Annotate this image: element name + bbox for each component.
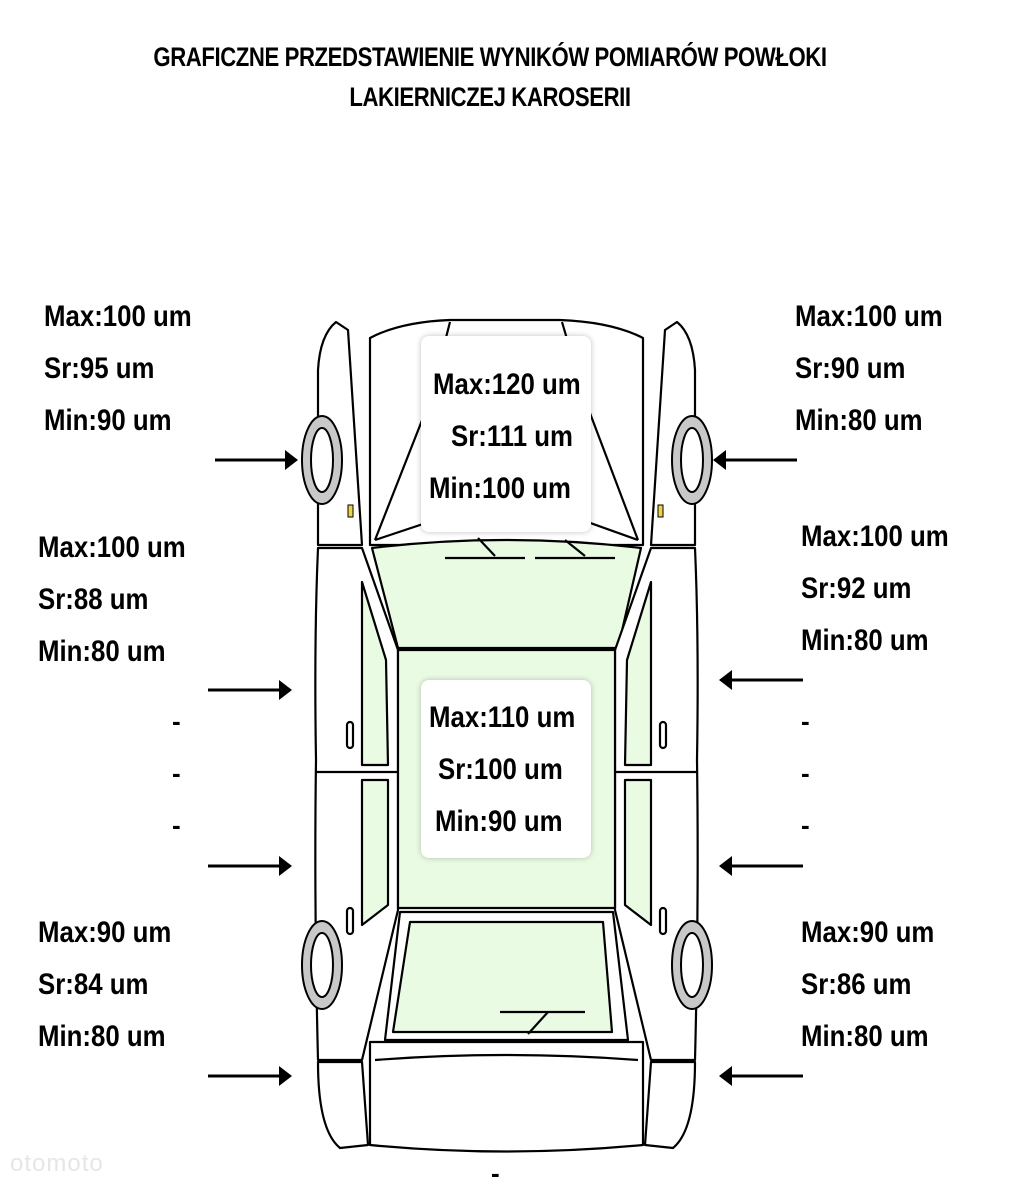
left-rear-sr: Sr:84 um	[38, 968, 149, 1001]
roof-min: Min:90 um	[435, 805, 563, 838]
hood-sr: Sr:111 um	[451, 420, 573, 453]
left-front-door-sr: Sr:88 um	[38, 583, 149, 616]
left-front-min: Min:90 um	[44, 404, 172, 437]
arrow-right-icon	[208, 680, 292, 700]
arrow-left-icon	[719, 856, 803, 876]
left-rear-door-value-1: -	[172, 706, 181, 736]
hood-max: Max:120 um	[433, 368, 581, 401]
right-front-door-sr: Sr:92 um	[801, 572, 912, 605]
right-front-door-min: Min:80 um	[801, 624, 929, 657]
trunk-value: -	[491, 1158, 500, 1188]
diagram-title-line-2: LAKIERNICZEJ KAROSERII	[349, 82, 631, 112]
arrow-left-icon	[719, 670, 803, 690]
left-front-max: Max:100 um	[44, 300, 192, 333]
right-front-min: Min:80 um	[795, 404, 923, 437]
right-rear-sr: Sr:86 um	[801, 968, 912, 1001]
watermark-logo: otomoto	[10, 1150, 104, 1177]
arrow-right-icon	[208, 1066, 292, 1086]
hood-label-box	[421, 336, 591, 532]
left-front-door-max: Max:100 um	[38, 531, 186, 564]
right-front-door-max: Max:100 um	[801, 520, 949, 553]
diagram-title-line-1: GRAFICZNE PRZEDSTAWIENIE WYNIKÓW POMIARÓ…	[153, 42, 827, 72]
roof-sr: Sr:100 um	[438, 753, 563, 786]
windshield-outline	[370, 538, 643, 650]
right-rear-door-value-2: -	[801, 758, 810, 788]
left-front-door-min: Min:80 um	[38, 635, 166, 668]
right-rear-door-value-3: -	[801, 810, 810, 840]
right-front-max: Max:100 um	[795, 300, 943, 333]
right-rear-door-value-1: -	[801, 706, 810, 736]
arrow-left-icon	[719, 1066, 803, 1086]
left-rear-fender-outline	[316, 1060, 370, 1150]
hood-min: Min:100 um	[429, 472, 571, 505]
left-rear-min: Min:80 um	[38, 1020, 166, 1053]
roof-label-box	[421, 680, 591, 858]
trunk-outline	[368, 1040, 645, 1153]
arrow-left-icon	[713, 450, 797, 470]
left-front-sr: Sr:95 um	[44, 352, 155, 385]
roof-max: Max:110 um	[429, 701, 576, 734]
right-front-sr: Sr:90 um	[795, 352, 906, 385]
left-rear-door-value-3: -	[172, 810, 181, 840]
right-rear-min: Min:80 um	[801, 1020, 929, 1053]
arrow-right-icon	[215, 450, 298, 470]
right-rear-max: Max:90 um	[801, 916, 935, 949]
left-rear-max: Max:90 um	[38, 916, 172, 949]
right-rear-fender-outline	[643, 1060, 697, 1150]
arrow-right-icon	[208, 856, 292, 876]
left-rear-door-value-2: -	[172, 758, 181, 788]
